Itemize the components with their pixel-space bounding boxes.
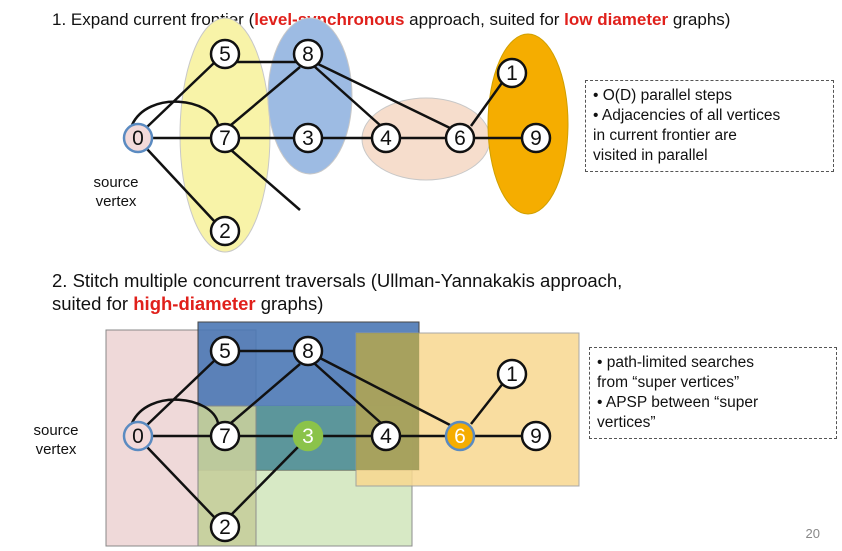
edge2-8-6	[317, 355, 451, 427]
vertex-label: 0	[132, 425, 144, 448]
vertex2-9: 9	[520, 420, 552, 452]
vertex-4: 4	[370, 122, 402, 154]
vertices-diagram2: 0 5 7 2 8 3 4	[122, 335, 552, 543]
vertex-6: 6	[444, 122, 476, 154]
note-level-synchronous: • O(D) parallel steps • Adjacencies of a…	[585, 80, 834, 172]
frontier-ellipse-orange	[487, 33, 569, 215]
vertex-label: 5	[219, 43, 231, 66]
vertex-label: 8	[302, 43, 314, 66]
vertex-label: 2	[219, 220, 231, 243]
edge-2-3	[230, 149, 301, 211]
heading1-highlight-low-diameter: low diameter	[564, 10, 669, 29]
vertex-0: 0	[122, 122, 154, 154]
vertex-label: 3	[302, 127, 314, 150]
heading-ullman-yannakakis: 2. Stitch multiple concurrent traversals…	[52, 269, 622, 315]
vertex-label: 0	[132, 127, 144, 150]
edge-8-6	[317, 62, 451, 130]
edge2-0-2	[146, 446, 216, 519]
heading1-text-b: approach, suited for	[404, 10, 565, 29]
vertex-label: 3	[302, 425, 314, 448]
vertex-7: 7	[209, 122, 241, 154]
heading1-highlight-level-synchronous: level-synchronous	[254, 10, 405, 29]
vertex-3: 3	[292, 122, 324, 154]
heading2-line2: suited for high-diameter graphs)	[52, 292, 622, 315]
vertex-9: 9	[520, 122, 552, 154]
heading1-text-a: Expand current frontier (	[70, 10, 255, 29]
vertex-label: 9	[530, 127, 542, 150]
edge-6-1	[469, 79, 506, 127]
edge2-2-3	[230, 446, 299, 516]
vertex-label: 7	[219, 127, 231, 150]
edge2-7-8	[230, 363, 301, 424]
vertex2-0: 0	[122, 420, 154, 452]
heading-level-synchronous: 1. Expand current frontier (level-synchr…	[52, 9, 730, 30]
vertex2-1: 1	[496, 358, 528, 390]
vertex-8: 8	[292, 38, 324, 70]
vertex2-3: 3	[292, 420, 324, 452]
heading2-highlight-high-diameter: high-diameter	[133, 293, 256, 314]
vertices-diagram1: 0 5 7 2 8 3 4	[122, 38, 552, 247]
vertex-2: 2	[209, 215, 241, 247]
vertex-5: 5	[209, 38, 241, 70]
vertex2-6: 6	[444, 420, 476, 452]
source-vertex-label-2: source vertex	[33, 422, 79, 458]
vertex-label: 1	[506, 62, 518, 85]
vertex2-7: 7	[209, 420, 241, 452]
edge-8-4	[314, 66, 382, 127]
edge2-8-4	[314, 363, 382, 424]
vertex-label: 4	[380, 127, 392, 150]
note-ullman-yannakakis: • path-limited searches from “super vert…	[589, 347, 837, 439]
vertex-label: 9	[530, 425, 542, 448]
vertex-label: 5	[219, 340, 231, 363]
heading2-line1: 2. Stitch multiple concurrent traversals…	[52, 270, 623, 291]
vertex-label: 1	[506, 363, 518, 386]
vertex2-8: 8	[292, 335, 324, 367]
vertex-label: 6	[454, 425, 466, 448]
vertex-label: 4	[380, 425, 392, 448]
heading2-text-a: suited for	[52, 293, 134, 314]
page-number: 20	[805, 526, 820, 541]
edge-0-7-arc	[130, 100, 220, 126]
vertex-label: 2	[219, 516, 231, 539]
edge-0-5	[146, 61, 216, 128]
edge-0-2	[146, 148, 216, 223]
frontier-ellipse-blue	[267, 17, 353, 175]
heading1-number: 1.	[52, 10, 67, 29]
edge2-0-7-arc	[130, 398, 220, 424]
vertex-label: 8	[302, 340, 314, 363]
vertex2-4: 4	[370, 420, 402, 452]
edge-7-8	[230, 66, 301, 126]
edges-diagram2	[130, 349, 522, 519]
source-vertex-label-1: source vertex	[93, 174, 139, 210]
heading1-text-c: graphs)	[668, 10, 731, 29]
vertex-1: 1	[496, 57, 528, 89]
edge2-6-1	[470, 381, 505, 425]
edges-diagram1	[130, 60, 522, 223]
vertex-label: 7	[219, 425, 231, 448]
vertex-label: 6	[454, 127, 466, 150]
edge2-0-5	[146, 359, 216, 426]
vertex2-2: 2	[209, 511, 241, 543]
vertex2-5: 5	[209, 335, 241, 367]
heading2-text-b: graphs)	[255, 293, 324, 314]
